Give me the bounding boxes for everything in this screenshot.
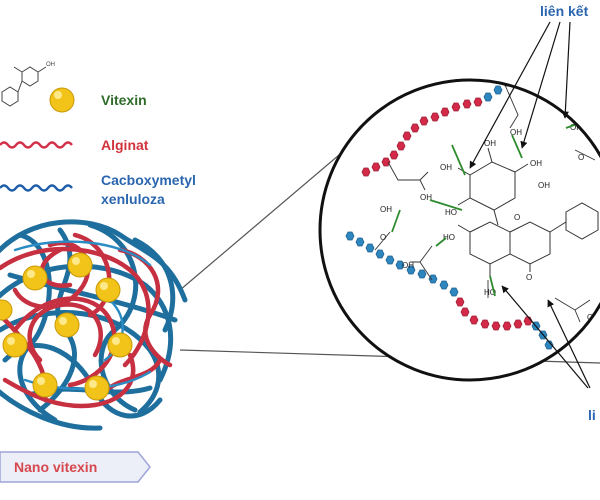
chem-o-label: O [514, 213, 520, 222]
chem-oh-label: OH [570, 123, 582, 132]
chem-o-label: O [526, 273, 532, 282]
chem-oh-label: OH [484, 139, 496, 148]
chem-ho-label: HO [484, 288, 496, 297]
legend-vitexin-label: Vitexin [101, 92, 147, 108]
chem-o-label: O [578, 153, 584, 162]
alginate-chain-bottom [455, 297, 533, 331]
chem-ho-label: HO [443, 233, 455, 242]
nanoparticle [0, 219, 188, 431]
oh-small-label: OH [46, 62, 55, 68]
cmc-legend-wave-icon [0, 184, 73, 192]
chem-ho-label: HO [445, 208, 457, 217]
vitexin-bead [32, 372, 58, 398]
legend-cmc-label-line1: Cacboxymetyl [101, 172, 196, 188]
zoom-circle: O OH OH OH OH O OH HO O O OH OH HO [318, 78, 600, 382]
hydrogen-bond-label-top: liên kết [540, 3, 589, 19]
vitexin-bead [0, 299, 13, 321]
chem-oh-label: OH [510, 128, 522, 137]
cmc-chain-left [345, 231, 459, 297]
vitexin-bead [107, 332, 133, 358]
chem-oh-label: OH [538, 181, 550, 190]
vitexin-bead [22, 265, 48, 291]
bond-label-bottom: li [588, 407, 596, 423]
chem-o-label: O [560, 88, 566, 97]
chem-o-label: O [380, 233, 386, 242]
chem-oh-label: OH [402, 261, 414, 270]
vitexin-molecule [457, 147, 599, 276]
legend-alginat-label: Alginat [101, 137, 149, 153]
vitexin-structure-icon: OH [1, 62, 55, 107]
vitexin-bead [84, 375, 110, 401]
vitexin-bead-icon [49, 87, 75, 113]
vitexin-bead [95, 277, 121, 303]
alginate-legend-wave-icon [0, 141, 73, 149]
label-arrows [469, 21, 591, 389]
chem-oh-label: OH [530, 159, 542, 168]
chem-oh-label: OH [440, 163, 452, 172]
legend-cmc-label-line2: xenluloza [101, 191, 165, 207]
chem-oh-label: OH [380, 205, 392, 214]
vitexin-bead [67, 252, 93, 278]
vitexin-bead [54, 312, 80, 338]
nano-vitexin-tag: Nano vitexin [0, 451, 151, 483]
chem-oh-label: OH [420, 193, 432, 202]
cmc-chain-top [483, 80, 512, 102]
alginate-chain-top [361, 97, 483, 177]
nano-vitexin-label: Nano vitexin [14, 459, 97, 475]
vitexin-bead [2, 332, 28, 358]
